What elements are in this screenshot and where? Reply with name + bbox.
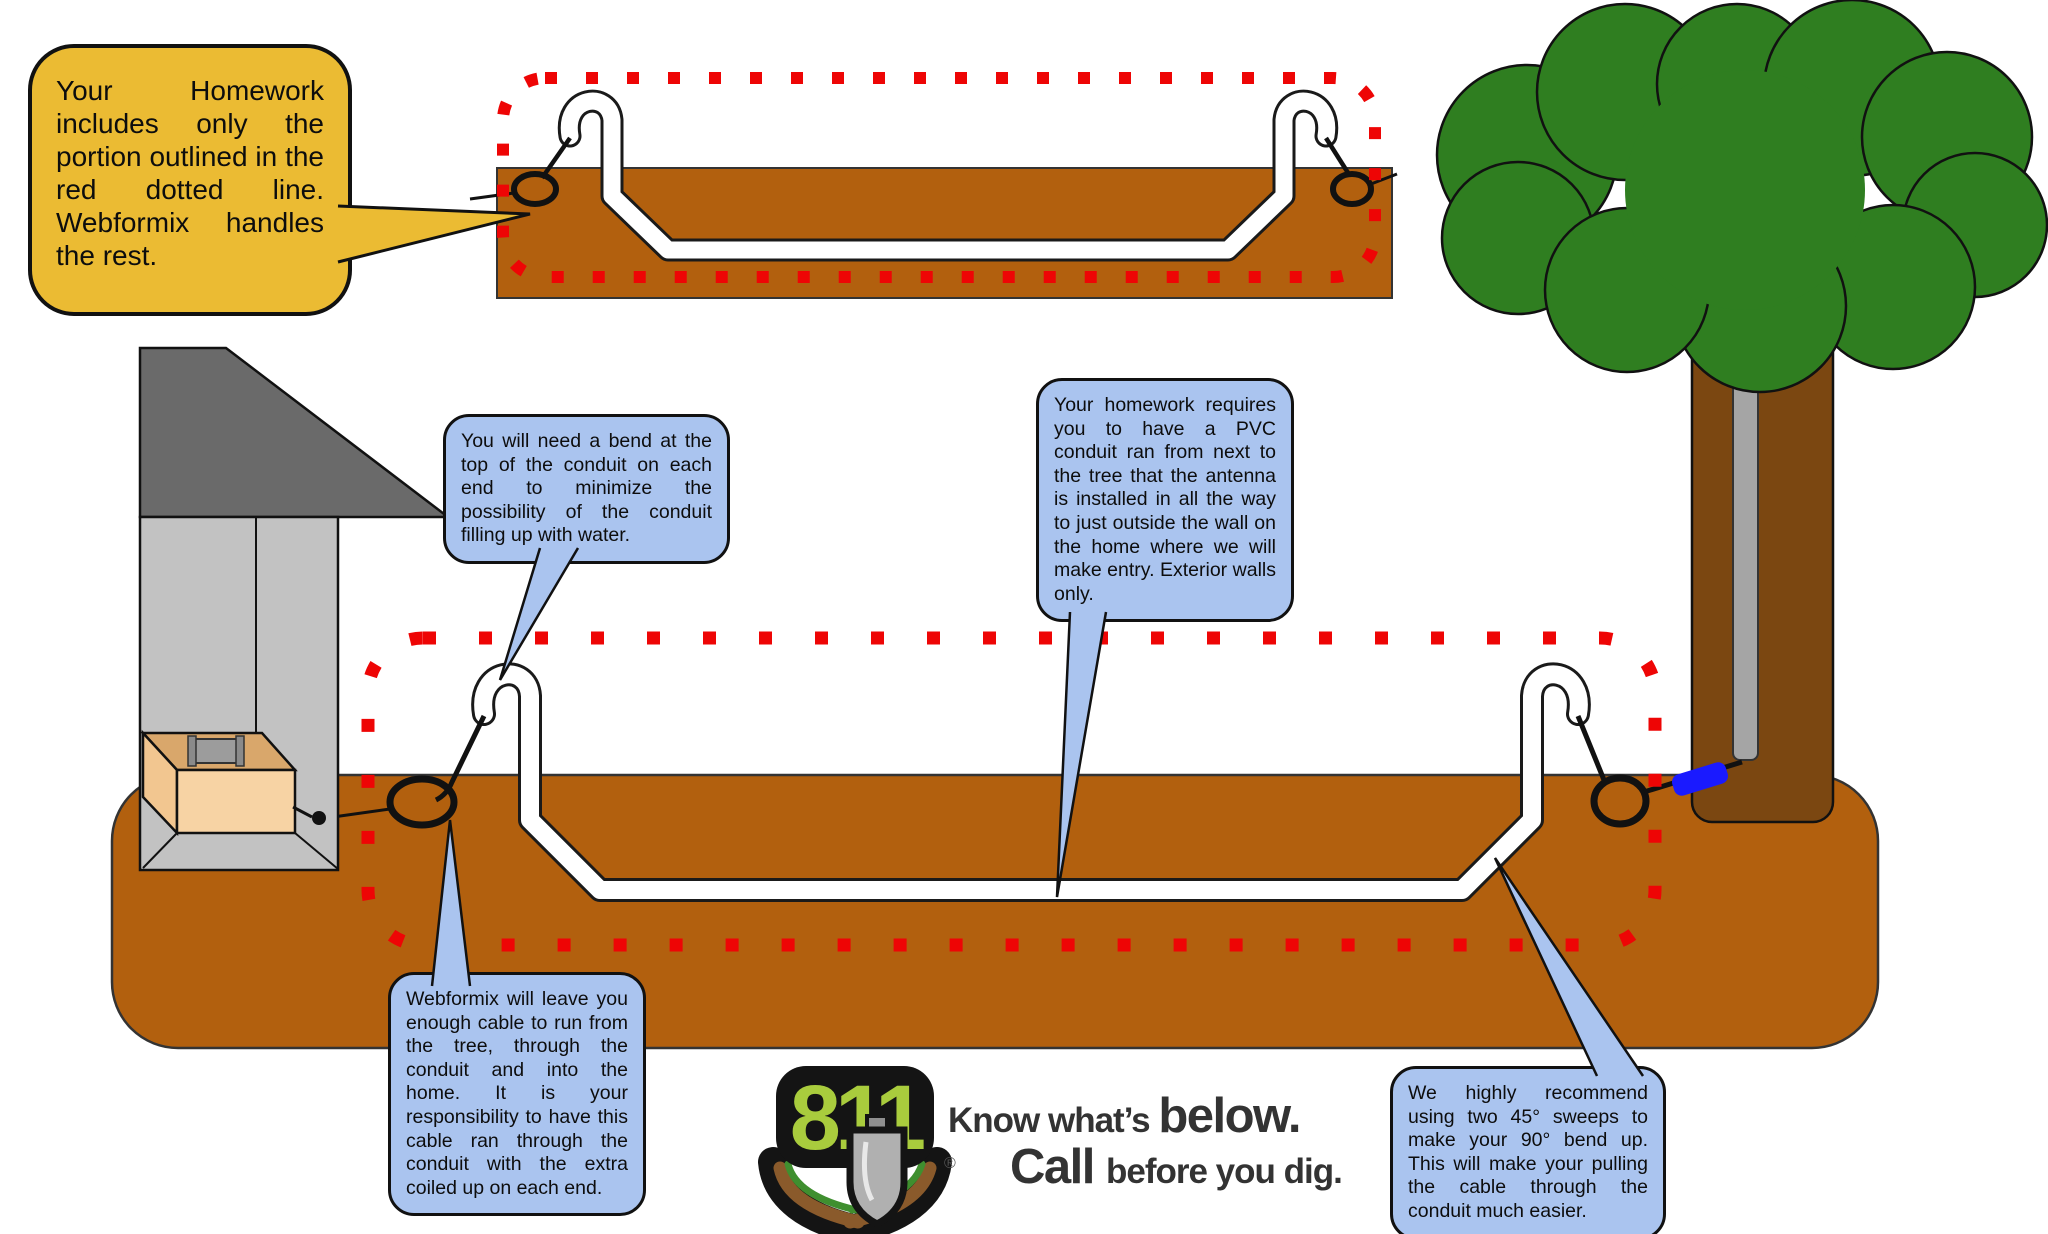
- main-homework-outline-dotted: [361, 631, 1662, 952]
- connector-cap-left: [187, 735, 197, 767]
- shovel-blade: [846, 1126, 908, 1228]
- top-cross-section: [469, 72, 1398, 299]
- callout-requirements-text: Your homework requires you to have a PVC…: [1054, 394, 1276, 605]
- callout-homework-scope: Your Homework includes only the portion …: [28, 44, 352, 316]
- top-left-cable-coil: [511, 171, 559, 207]
- house: [138, 346, 452, 872]
- utility-box-front: [175, 768, 297, 835]
- tagline-below: below.: [1158, 1089, 1301, 1143]
- callout-sweeps: We highly recommend using two 45° sweeps…: [1390, 1066, 1666, 1234]
- connector-cap-right: [235, 735, 245, 767]
- top-left-cable: [540, 136, 572, 180]
- tagline-line-1: Know what’s below.: [948, 1092, 1368, 1141]
- box-cable-line: [292, 805, 313, 819]
- callout-requirements: Your homework requires you to have a PVC…: [1036, 378, 1294, 623]
- shovel-highlight: [862, 1141, 875, 1202]
- main-left-cable-coil: [386, 775, 458, 829]
- canopy-fill: [1625, 70, 1865, 310]
- top-right-entry-line: [1370, 172, 1398, 186]
- main-right-cable-coil: [1590, 774, 1650, 828]
- main-cross-section: [110, 662, 1880, 1050]
- logo-811: 811 ®: [758, 1066, 956, 1234]
- callout-bend-note-text: You will need a bend at the top of the c…: [461, 430, 712, 547]
- tree: [1435, 0, 2048, 824]
- tagline-before: before you dig.: [1105, 1152, 1343, 1191]
- logo-grass-left: [784, 1160, 860, 1214]
- top-conduit-pipe: [560, 92, 1336, 259]
- house-base-line-left: [142, 832, 178, 869]
- logo-tagline: Know what’s below. Call before you dig.: [948, 1092, 1368, 1192]
- callout-sweeps-text: We highly recommend using two 45° sweeps…: [1408, 1082, 1648, 1222]
- tagline-call: Call: [1010, 1140, 1106, 1194]
- logo-soil-left: [773, 1161, 865, 1229]
- callout-homework-scope-text: Your Homework includes only the portion …: [56, 75, 324, 272]
- wall-entry-dot: [312, 811, 326, 825]
- callout-cable-slack-text: Webformix will leave you enough cable to…: [406, 988, 628, 1199]
- callout-bend-note: You will need a bend at the top of the c…: [443, 414, 730, 564]
- main-left-cable: [434, 714, 487, 803]
- utility-box-connector: [191, 738, 241, 764]
- tagline-know: Know what’s: [948, 1101, 1159, 1140]
- top-homework-outline-dotted: [497, 72, 1381, 283]
- cable-splice-connector: [1671, 762, 1729, 796]
- main-conduit-pipe: [474, 665, 1588, 899]
- house-roof: [138, 346, 452, 519]
- registered-mark: ®: [944, 1155, 956, 1172]
- main-right-cable: [1575, 715, 1607, 781]
- tagline-line-2: Call before you dig.: [1010, 1143, 1368, 1192]
- tree-canopy: [1435, 0, 2048, 394]
- main-ground: [110, 773, 1880, 1050]
- house-base-line-right: [294, 832, 339, 870]
- top-right-cable-coil: [1330, 171, 1374, 207]
- top-right-cable: [1324, 136, 1352, 178]
- callout-cable-slack: Webformix will leave you enough cable to…: [388, 972, 646, 1217]
